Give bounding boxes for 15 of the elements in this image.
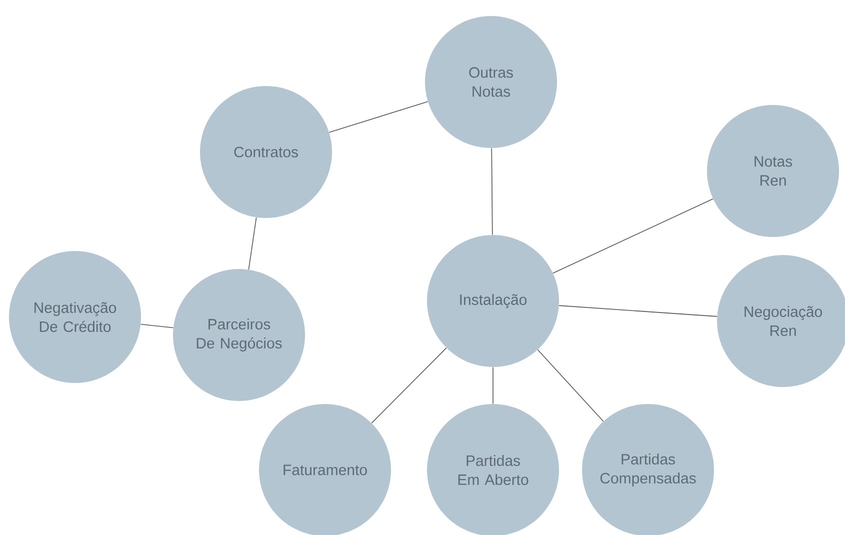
connector-line [558, 305, 718, 317]
circle-node: Negativação De Crédito [9, 251, 141, 383]
connector-line [552, 198, 714, 274]
connector-line [371, 348, 447, 424]
connector-line [140, 324, 174, 328]
circle-node: Parceiros De Negócios [173, 269, 305, 401]
connector-line [491, 148, 493, 236]
circle-node: Instalação [427, 235, 559, 367]
circle-node: Notas Ren [707, 105, 839, 237]
connector-line [248, 217, 257, 270]
connector-line [328, 101, 428, 133]
connector-line [537, 349, 604, 422]
circle-node: Outras Notas [425, 16, 557, 148]
circle-node: Contratos [200, 86, 332, 218]
connector-line [492, 366, 494, 404]
